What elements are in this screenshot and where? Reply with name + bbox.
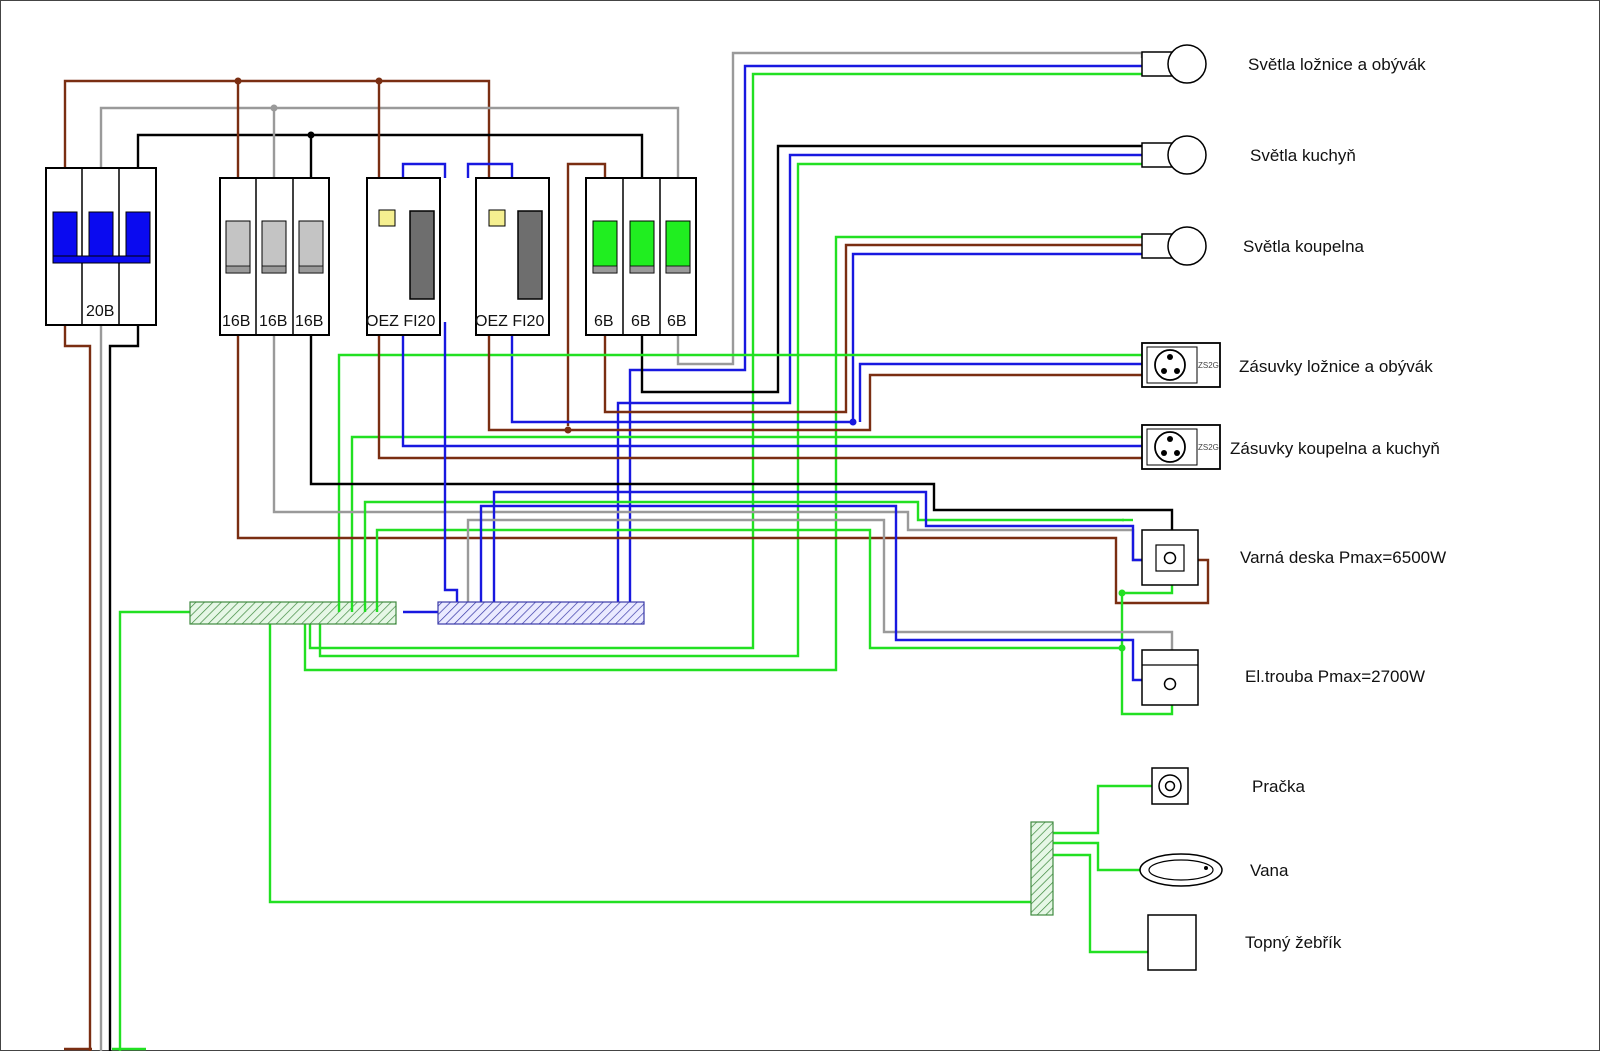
load-label-washer: Pračka bbox=[1252, 777, 1305, 796]
oven-outlet-icon bbox=[1141, 649, 1199, 706]
load-label-oven: El.trouba Pmax=2700W bbox=[1245, 667, 1425, 686]
load-label-hob: Varná deska Pmax=6500W bbox=[1240, 548, 1446, 567]
breaker-6b-3-label: 6B bbox=[667, 313, 687, 330]
washer-outlet-icon bbox=[1151, 767, 1189, 805]
load-label-lights-kitchen: Světla kuchyň bbox=[1250, 146, 1356, 165]
breaker-group-16b: 16B 16B 16B bbox=[219, 177, 330, 336]
towel-heater-icon bbox=[1147, 914, 1197, 971]
socket-code: ZS2G bbox=[1198, 361, 1219, 370]
light-bulb-icon bbox=[1141, 135, 1207, 175]
load-label-sockets-bathroom-kitchen: Zásuvky koupelna a kuchyň bbox=[1230, 439, 1440, 458]
neutral-busbar bbox=[437, 601, 645, 625]
main-breaker-label: 20B bbox=[86, 303, 114, 320]
load-label-towel-heater: Topný žebřík bbox=[1245, 933, 1342, 952]
breaker-16b-3-label: 16B bbox=[295, 313, 323, 330]
breaker-16b-1-label: 16B bbox=[222, 313, 250, 330]
wire-main-phase3 bbox=[136, 133, 644, 178]
pe-busbar bbox=[189, 601, 397, 625]
double-socket-icon: ZS2G bbox=[1141, 342, 1221, 388]
light-bulb-icon bbox=[1141, 226, 1207, 266]
load-label-lights-bathroom: Světla koupelna bbox=[1243, 237, 1365, 256]
bonding-busbar bbox=[1030, 821, 1054, 916]
load-label-sockets-bedroom-living: Zásuvky ložnice a obývák bbox=[1239, 357, 1433, 376]
rcd-2-label: OEZ FI20 bbox=[475, 313, 544, 330]
junction-dots bbox=[234, 77, 1126, 652]
light-bulb-icon bbox=[1141, 44, 1207, 84]
main-breaker-20b: 20B bbox=[45, 167, 157, 326]
breaker-16b-2-label: 16B bbox=[259, 313, 287, 330]
rcd-1-label: OEZ FI20 bbox=[366, 313, 435, 330]
bathtub-icon bbox=[1139, 853, 1223, 887]
wire-main-phase2 bbox=[99, 106, 680, 178]
load-label-lights-bedroom-living: Světla ložnice a obývák bbox=[1248, 55, 1426, 74]
wire-main-phase1 bbox=[63, 79, 491, 178]
socket-code: ZS2G bbox=[1198, 443, 1219, 452]
rcd-breaker-1: OEZ FI20 bbox=[366, 177, 441, 336]
breaker-group-6b: 6B 6B 6B bbox=[585, 177, 697, 336]
hob-outlet-icon bbox=[1141, 529, 1199, 586]
double-socket-icon: ZS2G bbox=[1141, 424, 1221, 470]
load-label-bathtub: Vana bbox=[1250, 861, 1289, 880]
breaker-6b-1-label: 6B bbox=[594, 313, 614, 330]
breaker-6b-2-label: 6B bbox=[631, 313, 651, 330]
rcd-breaker-2: OEZ FI20 bbox=[475, 177, 550, 336]
